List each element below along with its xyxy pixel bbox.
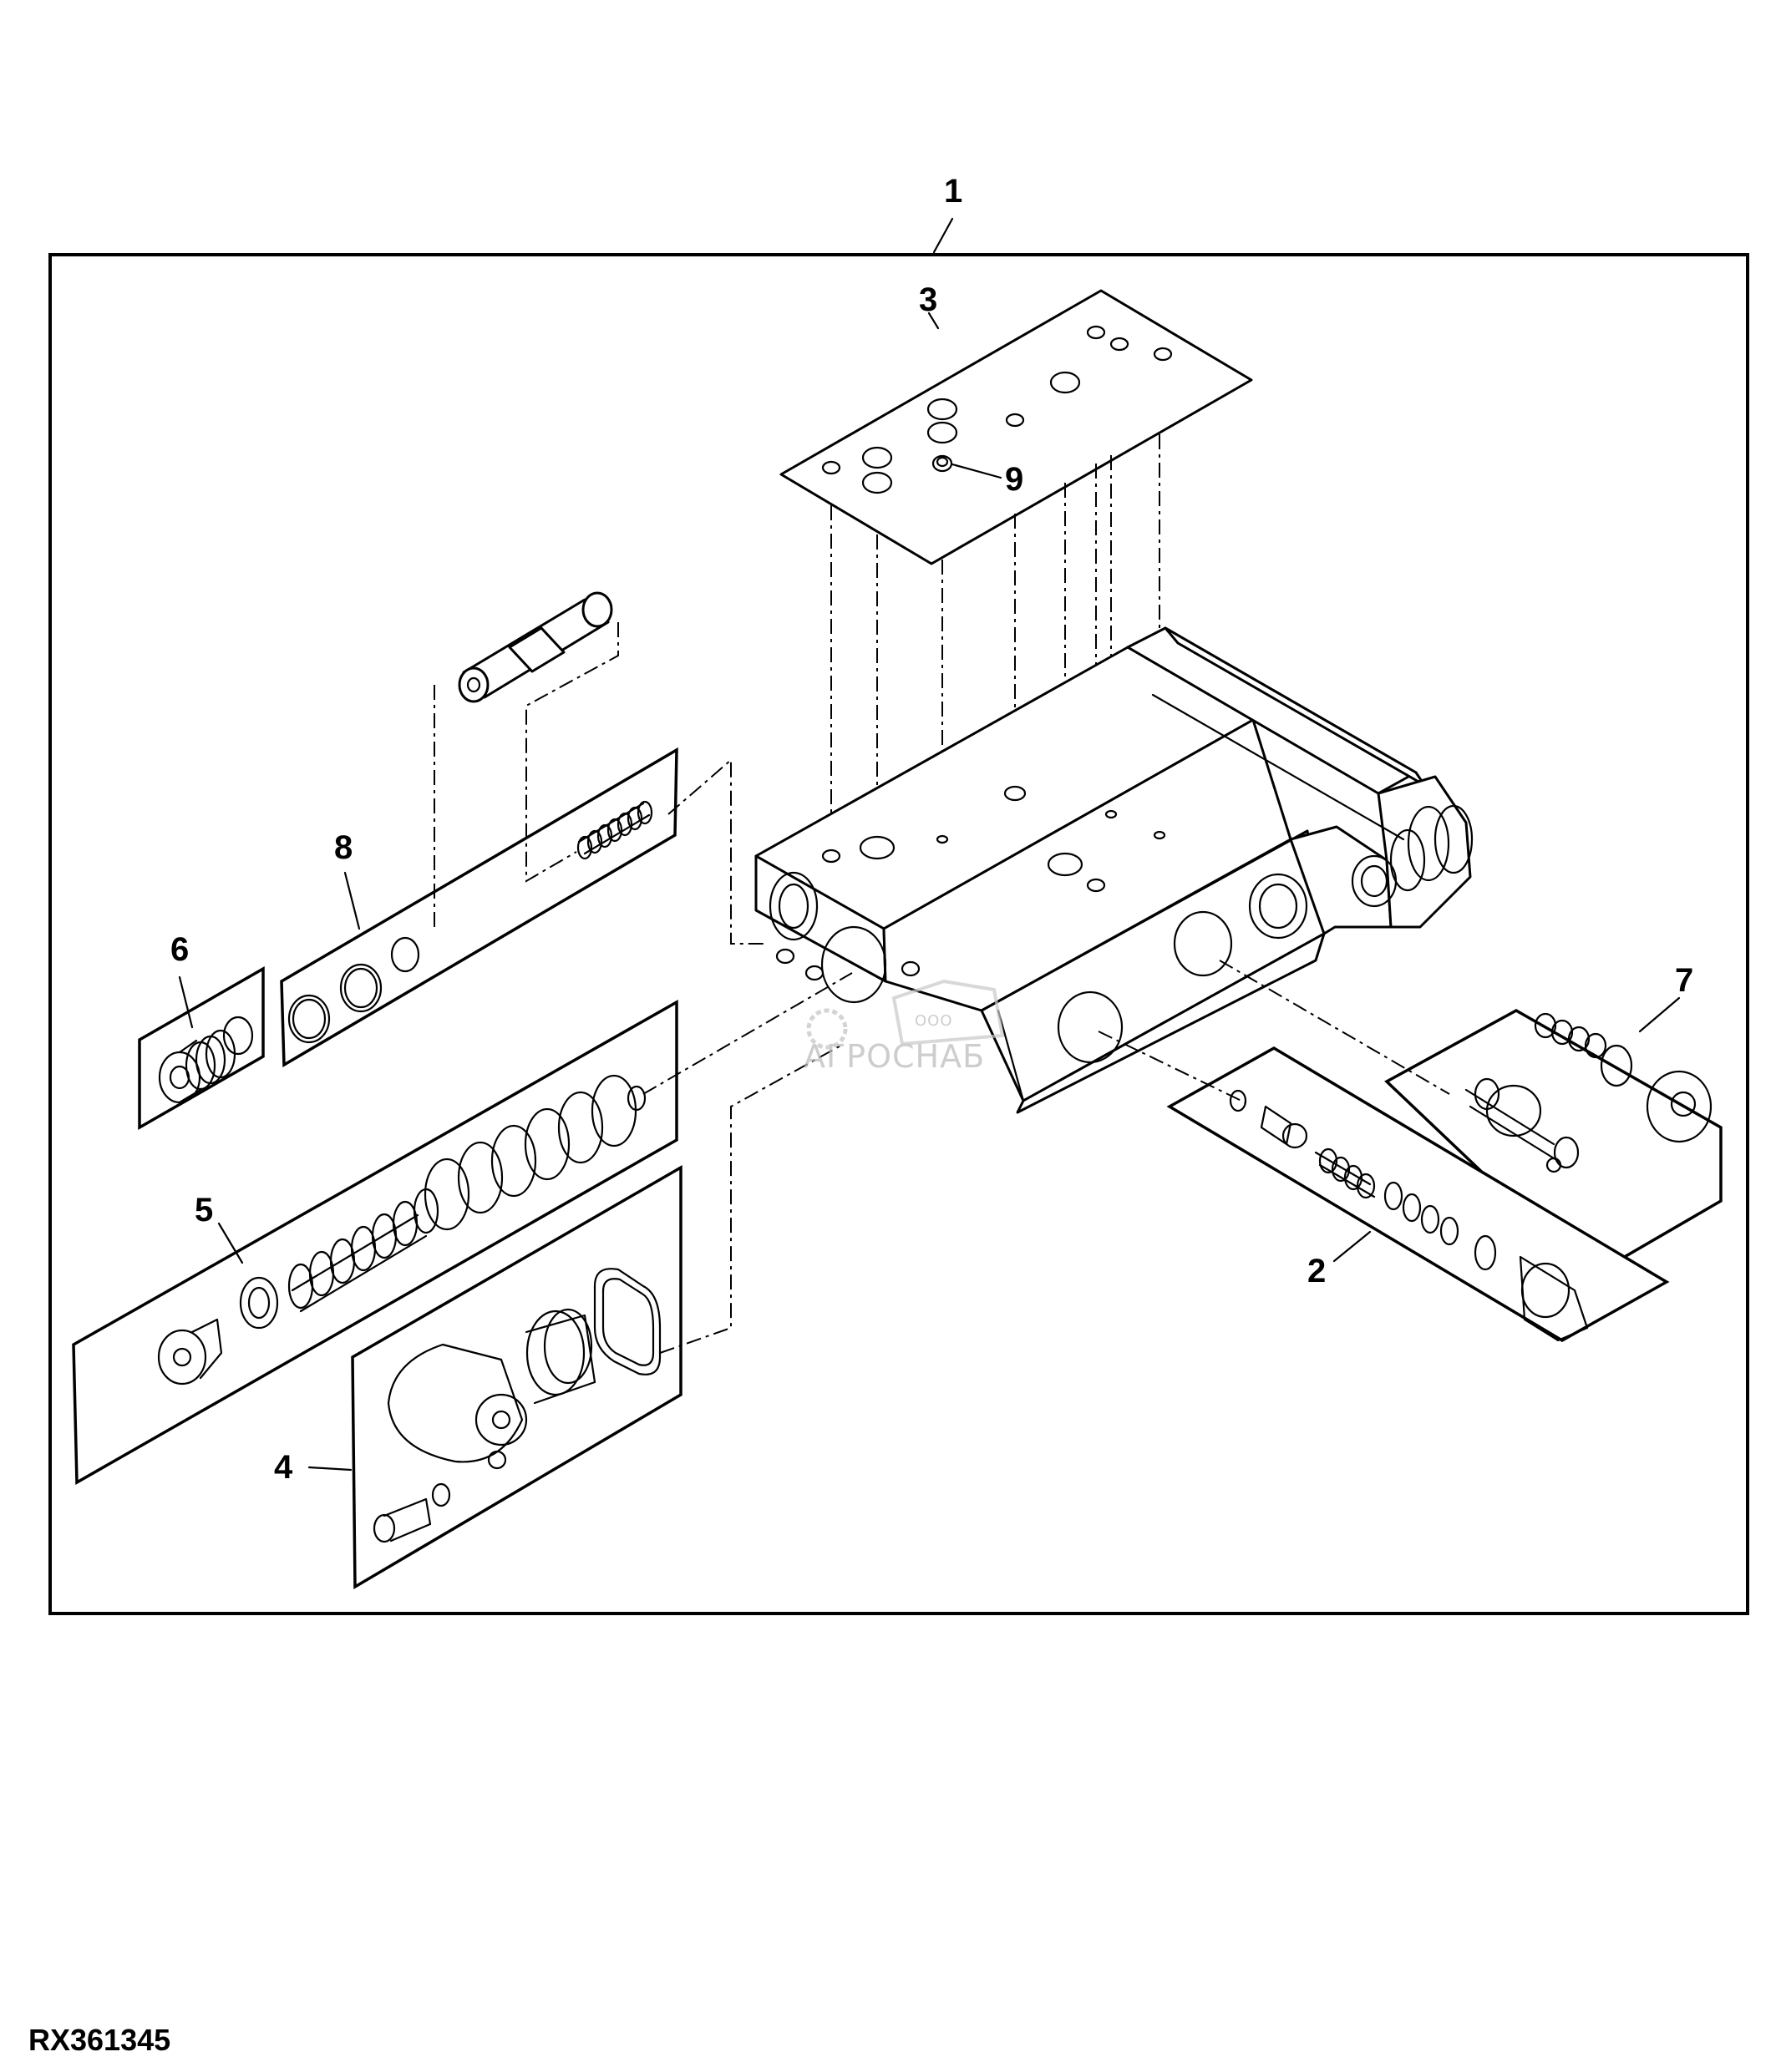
item-2-parts	[1229, 1089, 1589, 1342]
alignment-line-relief	[1098, 1031, 1246, 1103]
figure-id: RX361345	[28, 2023, 170, 2057]
leader-7	[1638, 996, 1681, 1033]
gasket-plate	[779, 289, 1253, 565]
leader-2	[1332, 1230, 1372, 1263]
leader-4	[307, 1466, 353, 1472]
leader-8	[343, 871, 361, 930]
panel-2	[1166, 1046, 1670, 1343]
item-8-parts	[287, 800, 653, 1044]
callout-9[interactable]: 9	[1005, 461, 1023, 498]
item-7-parts	[1464, 1012, 1713, 1173]
leader-3	[927, 312, 940, 330]
callout-5[interactable]: 5	[195, 1192, 213, 1229]
callout-7[interactable]: 7	[1675, 962, 1693, 999]
valve-manifold-body	[754, 626, 1474, 1114]
callout-4[interactable]: 4	[274, 1449, 293, 1486]
alignment-line-cover	[659, 1043, 845, 1354]
alignment-line-springs	[642, 972, 853, 1095]
panel-8	[280, 747, 678, 1068]
callout-1[interactable]: 1	[944, 173, 962, 210]
callout-2[interactable]: 2	[1307, 1253, 1326, 1289]
alignment-line-sensor	[1219, 960, 1450, 1095]
leader-6	[178, 975, 194, 1029]
watermark-logo: ООО АГРОСНАБ	[804, 979, 1005, 1075]
panel-6	[138, 965, 265, 1131]
leader-1	[932, 217, 954, 254]
leader-5	[217, 1222, 244, 1264]
alignment-lines-spool	[434, 622, 764, 945]
callout-3[interactable]: 3	[919, 281, 937, 318]
callout-8[interactable]: 8	[334, 829, 353, 866]
item-6-plug	[158, 1016, 254, 1104]
valve-spool	[458, 591, 613, 703]
assembly-frame	[48, 253, 1749, 1615]
item-5-springs	[157, 1074, 647, 1386]
watermark-small: ООО	[915, 1012, 953, 1030]
callout-6[interactable]: 6	[170, 931, 189, 968]
leader-9	[951, 463, 1002, 479]
watermark-brand: АГРОСНАБ	[804, 1038, 985, 1075]
item-4-cover	[373, 1268, 662, 1543]
